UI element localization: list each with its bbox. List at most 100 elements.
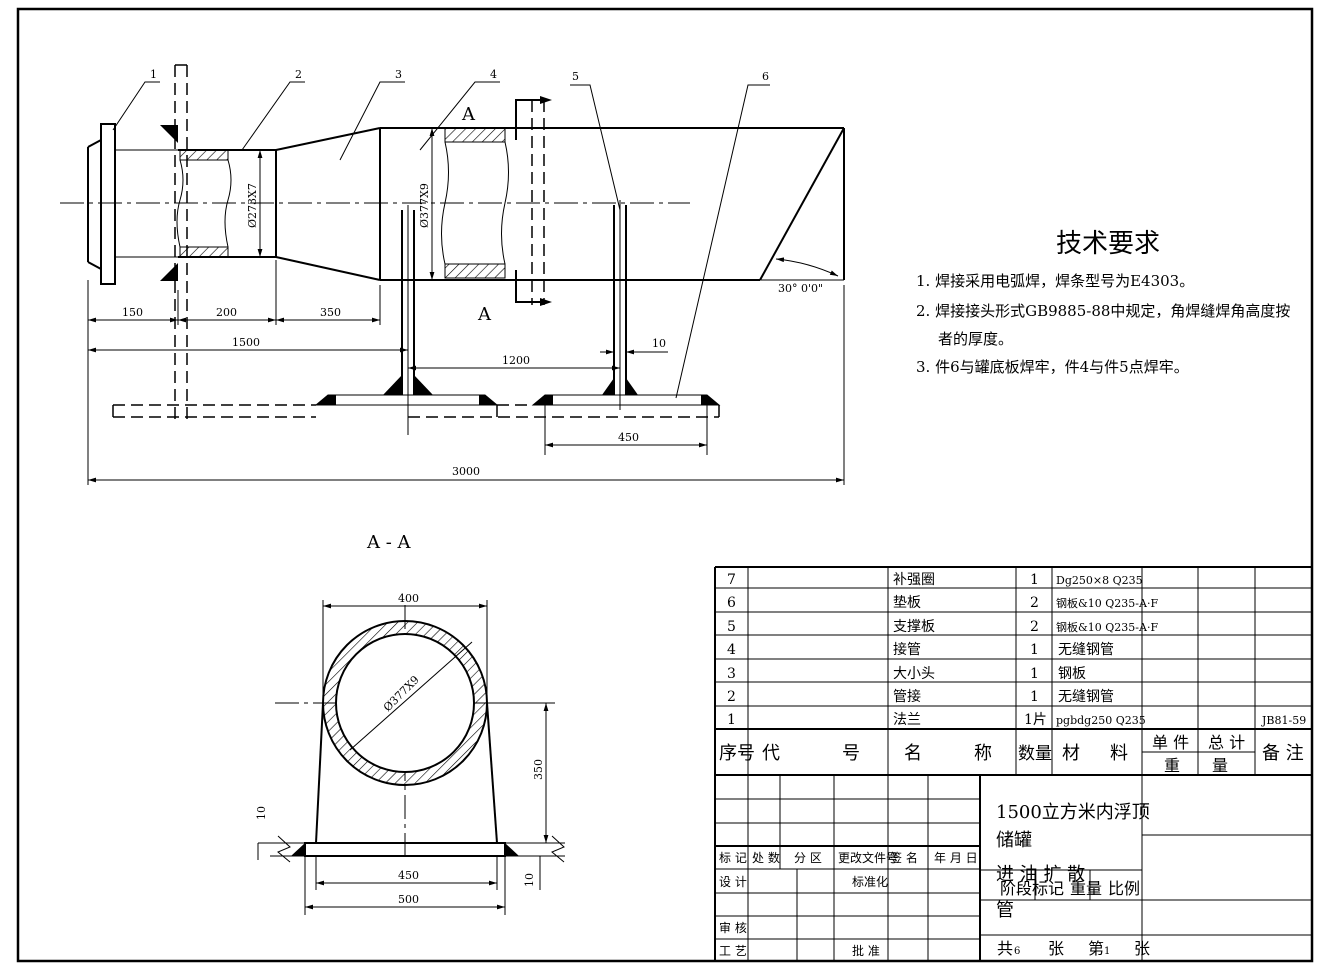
section-dim-450: 450 bbox=[398, 869, 419, 882]
bom-row-4-material: 无缝钢管 bbox=[1058, 642, 1114, 658]
bom-row-1-no: 1 bbox=[727, 712, 736, 728]
rev-count-label: 处 数 bbox=[752, 850, 780, 865]
sheets-label: 张 bbox=[1048, 939, 1064, 958]
review-label: 审 核 bbox=[719, 920, 747, 935]
bom-row-1-name: 法兰 bbox=[893, 712, 921, 728]
bom-row-4-name: 接管 bbox=[893, 641, 921, 658]
design-label: 设 计 bbox=[719, 875, 747, 889]
approve-label: 批 准 bbox=[852, 943, 880, 958]
bom-header-unit-b: 重 bbox=[1164, 756, 1180, 775]
bom-table: 7 补强圈 1 Dg250×8 Q235 6 垫板 2 钢板&10 Q235-A… bbox=[714, 566, 1312, 961]
bom-row-1-note: JB81-59 bbox=[1261, 714, 1306, 727]
bom-header-mat-b: 料 bbox=[1110, 743, 1128, 764]
bom-row-5-no: 5 bbox=[727, 619, 736, 635]
dim-10: 10 bbox=[652, 337, 666, 350]
bom-row-2-name: 管接 bbox=[893, 688, 921, 705]
stage-label: 阶段标记 bbox=[1000, 879, 1064, 898]
callout-6: 6 bbox=[762, 70, 769, 83]
bom-row-2-no: 2 bbox=[727, 689, 736, 705]
bom-header-total-b: 量 bbox=[1212, 756, 1228, 775]
dia-label-273: Ø273X7 bbox=[246, 183, 259, 228]
sheets-current-label: 第 bbox=[1088, 939, 1104, 958]
section-mark-top: A bbox=[461, 104, 476, 125]
callout-4: 4 bbox=[490, 68, 497, 81]
drawing-name: 进 油 扩 散 bbox=[996, 864, 1085, 885]
dim-150: 150 bbox=[122, 306, 143, 319]
bom-row-7-qty: 1 bbox=[1030, 572, 1039, 588]
dim-1500: 1500 bbox=[232, 336, 260, 349]
process-label: 工 艺 bbox=[719, 944, 747, 958]
bom-row-3-material: 钢板 bbox=[1058, 666, 1086, 682]
bom-row-3-name: 大小头 bbox=[893, 666, 935, 682]
dia-label-377: Ø377X9 bbox=[418, 183, 431, 228]
bom-header-code-a: 代 bbox=[762, 743, 780, 764]
section-dim-400: 400 bbox=[398, 592, 419, 605]
tech-requirements: 技术要求 1. 焊接采用电弧焊，焊条型号为E4303。 2. 焊接接头形式GB9… bbox=[916, 229, 1290, 376]
bom-row-3-no: 3 bbox=[727, 666, 736, 682]
rev-sign-label: 签 名 bbox=[890, 850, 918, 865]
bom-row-6-material: 钢板&10 Q235-A·F bbox=[1056, 596, 1158, 610]
section-dim-500: 500 bbox=[398, 893, 419, 906]
bom-row-7-no: 7 bbox=[727, 572, 736, 588]
tech-req-title: 技术要求 bbox=[1056, 229, 1160, 259]
callout-3: 3 bbox=[395, 68, 402, 81]
rev-date-label: 年 月 日 bbox=[934, 851, 978, 865]
section-dim-10-right: 10 bbox=[523, 873, 536, 887]
bom-row-2-qty: 1 bbox=[1030, 689, 1039, 705]
bom-row-6-no: 6 bbox=[727, 595, 736, 611]
bom-header-mat-a: 材 bbox=[1062, 743, 1080, 764]
section-dim-350: 350 bbox=[532, 759, 545, 780]
bom-row-5-name: 支撑板 bbox=[893, 619, 935, 635]
bom-row-1-qty: 1片 bbox=[1024, 712, 1047, 728]
rev-doc-label: 更改文件号 bbox=[838, 850, 898, 865]
callout-5: 5 bbox=[572, 70, 579, 83]
bom-row-3-qty: 1 bbox=[1030, 666, 1039, 682]
bom-row-2-material: 无缝钢管 bbox=[1058, 689, 1114, 705]
bom-row-6-qty: 2 bbox=[1030, 595, 1039, 611]
bom-header-name-a: 名 bbox=[904, 743, 922, 764]
drawing-name-2: 管 bbox=[996, 900, 1014, 921]
bom-header-no: 序号 bbox=[719, 743, 755, 764]
sheets-total-label: 共 bbox=[997, 939, 1013, 958]
project-name-2: 储罐 bbox=[996, 830, 1032, 851]
bom-header-unit-a: 单 件 bbox=[1152, 733, 1189, 752]
rev-zone-label: 分 区 bbox=[794, 851, 822, 865]
callout-1: 1 bbox=[150, 68, 157, 81]
bom-row-4-qty: 1 bbox=[1030, 642, 1039, 658]
standard-label: 标准化 bbox=[852, 875, 888, 889]
bom-row-7-name: 补强圈 bbox=[893, 572, 935, 588]
section-dim-10-left: 10 bbox=[255, 806, 268, 820]
weight-label: 重量 bbox=[1070, 879, 1102, 898]
sheets-total: 6 bbox=[1014, 946, 1020, 957]
bom-row-6-name: 垫板 bbox=[893, 595, 921, 611]
drawing-border bbox=[16, 7, 1314, 963]
section-title: A - A bbox=[366, 532, 412, 553]
section-mark-bottom: A bbox=[477, 304, 492, 325]
callout-2: 2 bbox=[295, 68, 302, 81]
dim-1200: 1200 bbox=[502, 354, 530, 367]
main-view: 1 2 3 4 5 6 A A Ø273X7 Ø377X9 30° 0'0" 1… bbox=[60, 64, 845, 485]
bom-header-code-b: 号 bbox=[842, 743, 860, 764]
dim-350: 350 bbox=[320, 306, 341, 319]
project-name: 1500立方米内浮顶 bbox=[996, 802, 1150, 823]
bom-row-7-material: Dg250×8 Q235 bbox=[1056, 574, 1143, 587]
rev-mark-label: 标 记 bbox=[719, 851, 747, 865]
tech-req-item-1: 1. 焊接采用电弧焊，焊条型号为E4303。 bbox=[916, 272, 1194, 290]
section-view: Ø377X9 400 350 10 10 450 500 bbox=[255, 592, 565, 915]
bom-header-name-b: 称 bbox=[974, 743, 992, 764]
bom-row-5-qty: 2 bbox=[1030, 619, 1039, 635]
tech-req-item-3: 3. 件6与罐底板焊牢，件4与件5点焊牢。 bbox=[916, 358, 1189, 376]
angle-label: 30° 0'0" bbox=[778, 282, 823, 295]
scale-label: 比例 bbox=[1108, 879, 1140, 898]
bom-header-total-a: 总 计 bbox=[1208, 733, 1245, 752]
bom-row-5-material: 钢板&10 Q235-A·F bbox=[1056, 620, 1158, 634]
dim-450: 450 bbox=[618, 431, 639, 444]
bom-header-qty: 数量 bbox=[1018, 744, 1052, 764]
sheets-current: 1 bbox=[1104, 946, 1110, 957]
dim-3000: 3000 bbox=[452, 465, 480, 478]
sheets-label-2: 张 bbox=[1134, 939, 1150, 958]
tech-req-item-2b: 者的厚度。 bbox=[938, 330, 1013, 348]
dim-200: 200 bbox=[216, 306, 237, 319]
tech-req-item-2: 2. 焊接接头形式GB9885-88中规定，角焊缝焊角高度按 bbox=[916, 302, 1290, 320]
